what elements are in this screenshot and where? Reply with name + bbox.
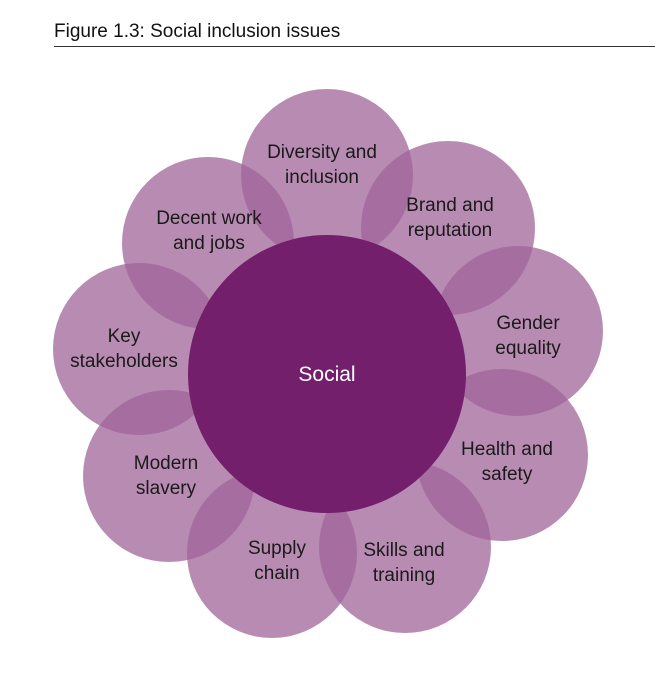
petal-label-diversity: Diversity and inclusion xyxy=(267,142,377,188)
petal-label-line: Gender xyxy=(496,313,560,334)
petal-label-slavery: Modern slavery xyxy=(134,453,198,499)
petal-label-line: and jobs xyxy=(173,233,245,254)
petal-label-line: equality xyxy=(495,338,561,359)
petal-label-line: Diversity and xyxy=(267,142,377,163)
petal-label-decent-work: Decent work and jobs xyxy=(156,208,262,254)
petal-label-line: slavery xyxy=(136,478,197,499)
petal-label-skills: Skills and training xyxy=(363,540,444,586)
petal-label-line: Modern xyxy=(134,453,198,474)
petal-label-line: inclusion xyxy=(285,167,359,188)
petal-label-line: Decent work xyxy=(156,208,262,229)
figure-title: Figure 1.3: Social inclusion issues xyxy=(54,21,341,42)
petal-label-line: Supply xyxy=(248,538,307,559)
petal-label-line: Skills and xyxy=(363,540,444,561)
petal-label-gender: Gender equality xyxy=(495,313,561,359)
petal-label-line: Brand and xyxy=(406,195,494,216)
petal-label-line: chain xyxy=(254,563,299,584)
petal-label-line: stakeholders xyxy=(70,351,178,372)
petal-label-supply: Supply chain xyxy=(248,538,307,584)
center-label: Social xyxy=(298,363,355,386)
center-circle-social xyxy=(188,235,466,513)
petal-label-line: safety xyxy=(482,464,533,485)
petal-label-brand: Brand and reputation xyxy=(406,195,494,241)
petal-label-line: Key xyxy=(108,326,141,347)
petal-label-health: Health and safety xyxy=(461,439,553,485)
petal-label-stakeholders: Key stakeholders xyxy=(70,326,178,372)
petal-label-line: training xyxy=(373,565,435,586)
petal-label-line: Health and xyxy=(461,439,553,460)
title-divider xyxy=(54,46,655,47)
petal-label-line: reputation xyxy=(408,220,493,241)
